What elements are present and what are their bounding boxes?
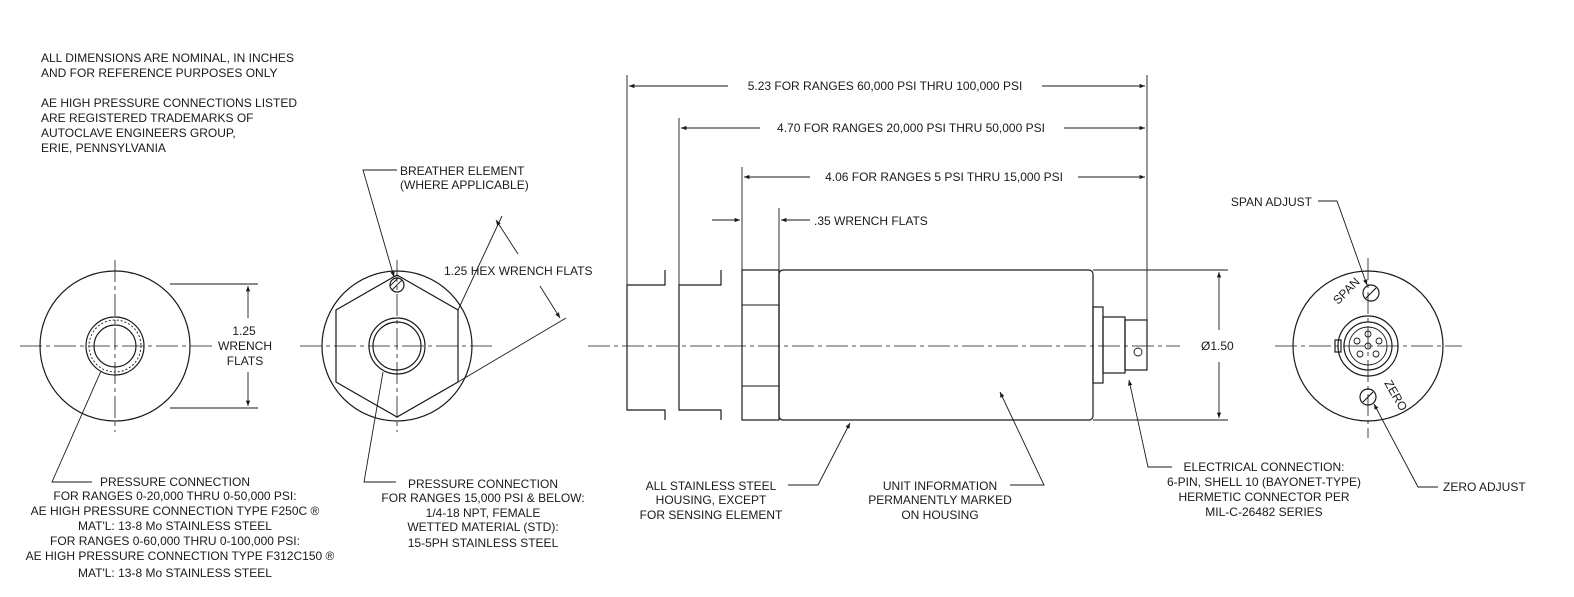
note-nominal-line2: AND FOR REFERENCE PURPOSES ONLY [41, 66, 277, 80]
main-housing [778, 269, 1094, 421]
span-adjust-label: SPAN ADJUST [1231, 195, 1313, 209]
zero-mark: ZERO [1381, 378, 1410, 414]
zero-adjust-label: ZERO ADJUST [1443, 480, 1526, 494]
electrical-leader [1128, 379, 1172, 468]
note-trademark-line2: ARE REGISTERED TRADEMARKS OF [41, 111, 253, 125]
dim-length-15k: 4.06 FOR RANGES 5 PSI THRU 15,000 PSI [825, 170, 1063, 184]
dim-diameter: Ø1.50 [1201, 339, 1234, 353]
callout-line2: FOR RANGES 0-20,000 THRU 0-50,000 PSI: [53, 489, 296, 503]
breather-label-line1: BREATHER ELEMENT [400, 164, 525, 178]
wrench-flats-dim-line1: 1.25 [232, 324, 256, 338]
callout-line4: WETTED MATERIAL (STD): [407, 520, 558, 534]
callout-line5: FOR RANGES 0-60,000 THRU 0-100,000 PSI: [50, 534, 300, 548]
dim-length-50k: 4.70 FOR RANGES 20,000 PSI THRU 50,000 P… [777, 121, 1045, 135]
dim-wrench-flats: .35 WRENCH FLATS [814, 214, 928, 228]
note-trademark-line4: ERIE, PENNSYLVANIA [41, 141, 166, 155]
zero-adjust-screw [1359, 388, 1377, 406]
zero-leader [1373, 403, 1438, 488]
unit-info-leader [999, 391, 1045, 486]
wrench-flats-dim-line3: FLATS [227, 354, 263, 368]
connector-flange [1092, 306, 1104, 384]
housing-callout-line2: HOUSING, EXCEPT [656, 493, 767, 507]
housing-callout-line3: FOR SENSING ELEMENT [640, 508, 783, 522]
callout-line1: PRESSURE CONNECTION [408, 477, 558, 491]
general-notes: ALL DIMENSIONS ARE NOMINAL, IN INCHES AN… [41, 51, 297, 155]
breather-leader [362, 169, 397, 278]
connector-shell [1102, 316, 1126, 374]
callout-line3: AE HIGH PRESSURE CONNECTION TYPE F250C ® [31, 504, 320, 518]
bayonet-pin [1133, 347, 1143, 357]
connector-bayonet [1124, 319, 1148, 371]
port-leader [363, 371, 396, 483]
electrical-callout-line4: MIL-C-26482 SERIES [1205, 505, 1322, 519]
callout-line7: MAT'L: 13-8 Mo STAINLESS STEEL [78, 566, 272, 580]
end-view-connector: SPAN ZERO SPAN ADJUST ZERO ADJUST [1231, 195, 1526, 494]
callout-line6: AE HIGH PRESSURE CONNECTION TYPE F312C15… [26, 549, 335, 563]
dim-length-100k: 5.23 FOR RANGES 60,000 PSI THRU 100,000 … [748, 79, 1023, 93]
port-extension-100k [626, 270, 666, 420]
callout-line4: MAT'L: 13-8 Mo STAINLESS STEEL [78, 519, 272, 533]
housing-leader [788, 422, 851, 486]
note-trademark-line3: AUTOCLAVE ENGINEERS GROUP, [41, 126, 236, 140]
unit-info-callout-line3: ON HOUSING [901, 508, 978, 522]
leader-line [51, 370, 102, 483]
end-view-hex-port: BREATHER ELEMENT (WHERE APPLICABLE) 1.25… [300, 164, 592, 550]
span-leader [1318, 200, 1368, 286]
unit-info-callout-line2: PERMANENTLY MARKED [868, 493, 1012, 507]
wrench-flats-dim-line2: WRENCH [218, 339, 272, 353]
end-view-high-pressure-port: 1.25 WRENCH FLATS PRESSURE CONNECTION FO… [20, 260, 335, 580]
port-extension-50k [678, 270, 722, 420]
callout-line2: FOR RANGES 15,000 PSI & BELOW: [381, 491, 584, 505]
housing-callout-line1: ALL STAINLESS STEEL [646, 479, 777, 493]
span-adjust-screw [1362, 284, 1380, 302]
breather-label-line2: (WHERE APPLICABLE) [400, 178, 529, 192]
unit-info-callout-line1: UNIT INFORMATION [883, 479, 997, 493]
hex-section [741, 269, 780, 421]
side-view: 5.23 FOR RANGES 60,000 PSI THRU 100,000 … [588, 75, 1361, 522]
note-nominal-line1: ALL DIMENSIONS ARE NOMINAL, IN INCHES [41, 51, 294, 65]
note-trademark-line1: AE HIGH PRESSURE CONNECTIONS LISTED [41, 96, 297, 110]
electrical-callout-line2: 6-PIN, SHELL 10 (BAYONET-TYPE) [1167, 475, 1361, 489]
hex-flats-label: 1.25 HEX WRENCH FLATS [444, 264, 592, 278]
callout-line1: PRESSURE CONNECTION [100, 475, 250, 489]
electrical-callout-line1: ELECTRICAL CONNECTION: [1184, 460, 1345, 474]
span-mark: SPAN [1330, 275, 1362, 307]
callout-line3: 1/4-18 NPT, FEMALE [426, 506, 541, 520]
electrical-callout-line3: HERMETIC CONNECTOR PER [1178, 490, 1349, 504]
callout-line5: 15-5PH STAINLESS STEEL [408, 536, 559, 550]
